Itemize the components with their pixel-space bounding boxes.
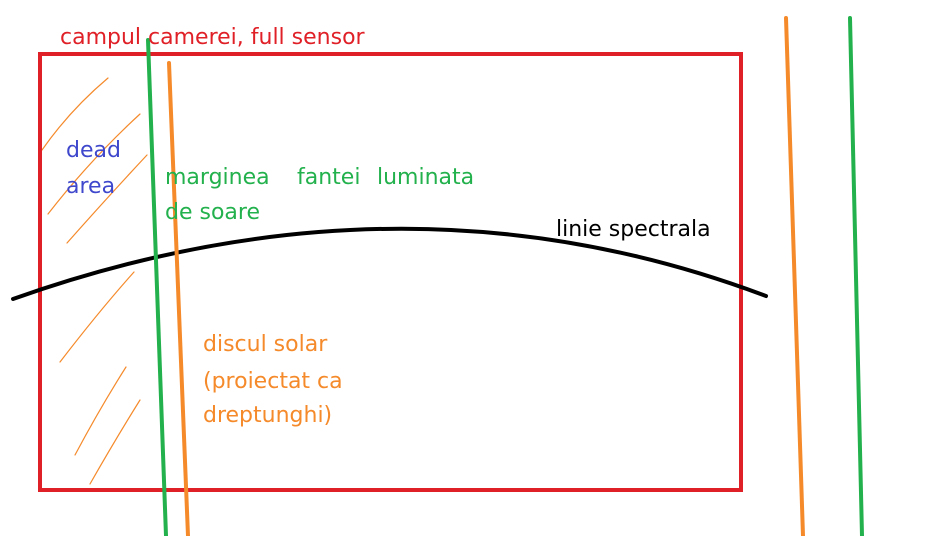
slit-edge-right	[848, 16, 864, 536]
spectral-line-curve	[11, 226, 768, 301]
spectral-line-label: linie spectrala	[556, 217, 711, 242]
solar-disc-label-line3: dreptunghi)	[203, 403, 332, 428]
dead-area-label-line2: area	[66, 174, 115, 199]
solar-disc-edge-left	[167, 61, 190, 536]
hatch-stroke	[41, 77, 109, 151]
slit-edge-label-line1: marginea	[165, 165, 270, 190]
solar-disc-edge-right	[784, 16, 805, 536]
solar-disc-label-line1: discul solar	[203, 332, 328, 357]
hatch-stroke	[47, 113, 141, 215]
hatch-stroke	[89, 399, 141, 485]
hatch-stroke	[74, 366, 127, 456]
solar-disc-label-line2: (proiectat ca	[203, 369, 343, 394]
slit-edge-left	[146, 38, 168, 536]
camera-field-frame	[38, 52, 743, 492]
dead-area-hatching	[41, 77, 148, 485]
hatch-stroke	[59, 271, 135, 363]
camera-field-label: campul camerei, full sensor	[60, 25, 366, 50]
hatch-stroke	[66, 154, 148, 244]
slit-word-fantei: fantei	[297, 165, 360, 190]
slit-edge-label-line2: de soare	[165, 200, 260, 225]
slit-word-luminata: luminata	[377, 165, 474, 190]
dead-area-label-line1: dead	[66, 138, 121, 163]
